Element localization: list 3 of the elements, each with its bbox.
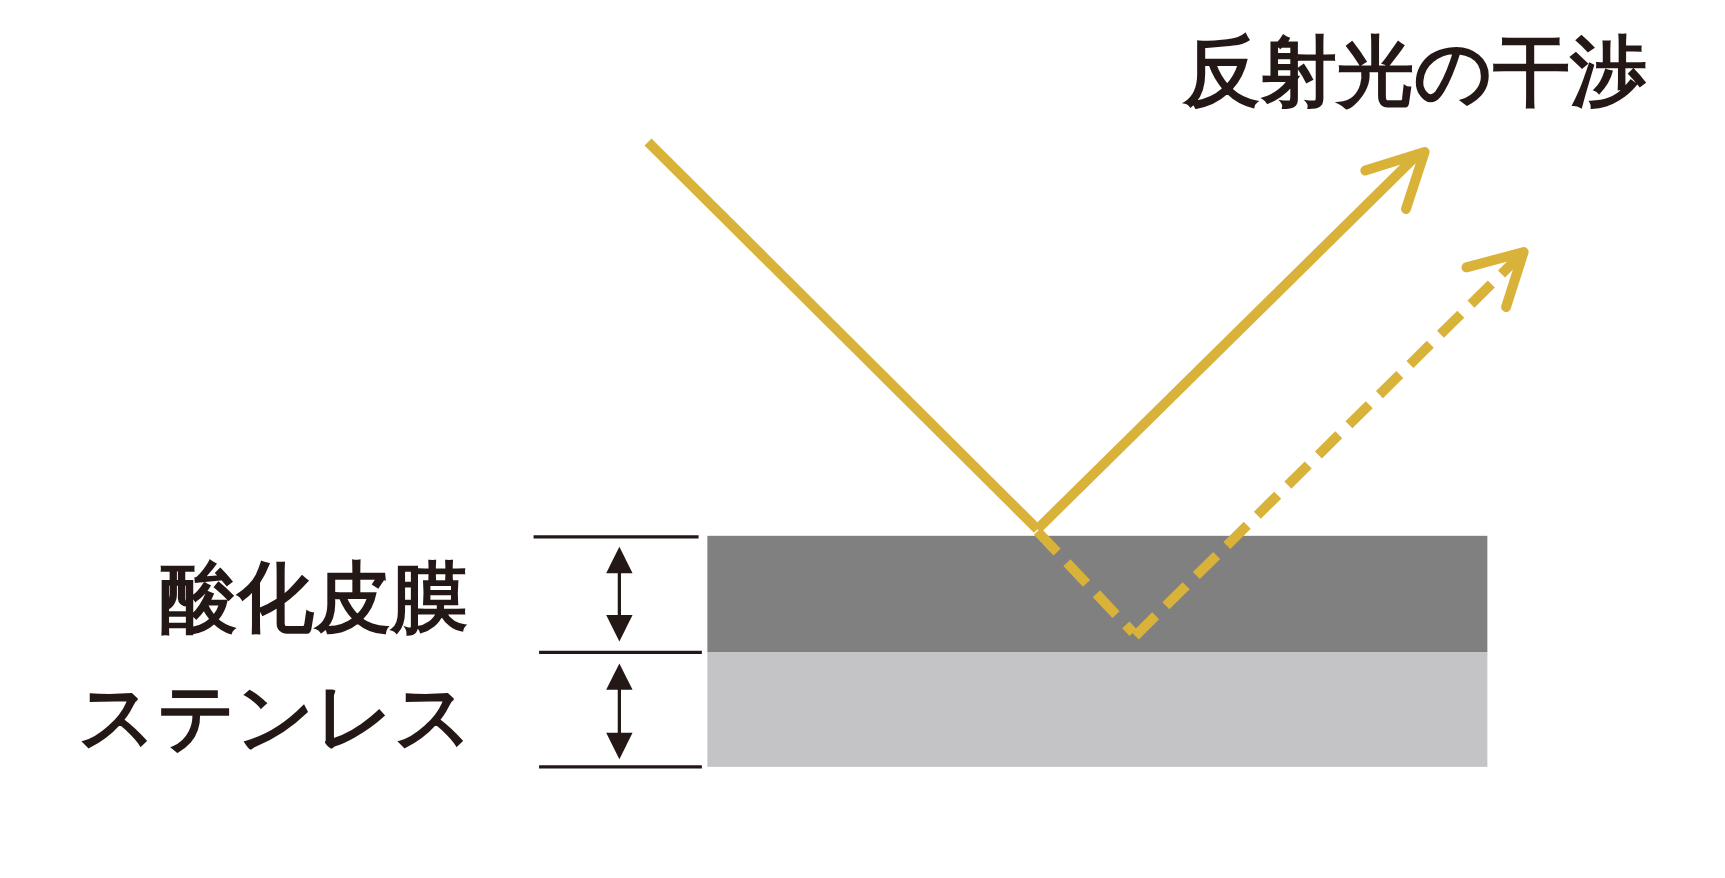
layer-label: 酸化皮膜	[159, 558, 468, 636]
heading-label: 反射光の干渉	[1182, 33, 1647, 110]
layer-label: ステンレス	[78, 677, 474, 755]
